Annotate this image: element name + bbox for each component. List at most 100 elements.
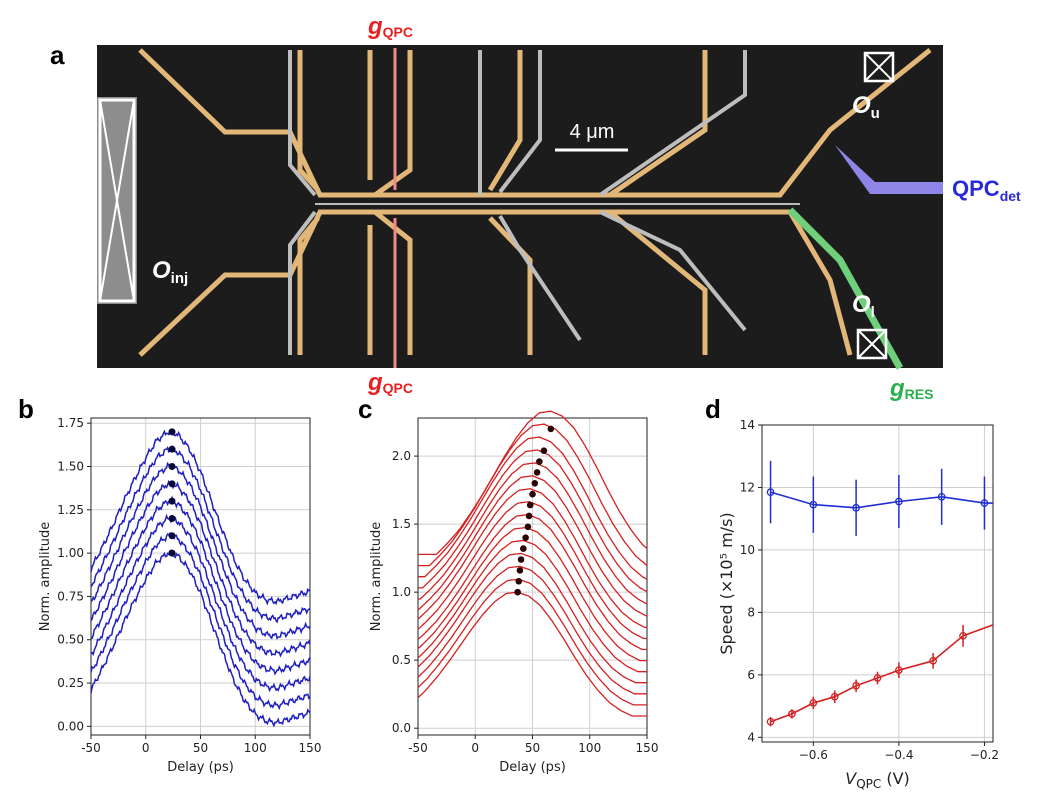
label-gqpc-bottom: gQPC [367,369,413,396]
peak-marker [526,501,534,509]
series-line [417,513,647,651]
series-line [417,475,648,617]
peak-marker [168,445,176,453]
y-tick-label: 1.25 [57,503,84,517]
ohmic-inj-cross [99,99,135,302]
series-line [417,526,647,662]
series-line [418,449,648,593]
reservoir-gate [787,207,904,370]
panel-letter-c: c [358,394,372,424]
y-tick-label: 1.00 [57,546,84,560]
panel-letter-d: d [705,394,721,424]
peak-marker [168,514,176,522]
peak-marker [168,463,176,471]
series-line [417,591,647,717]
x-tick-label: 150 [636,741,659,755]
x-axis-label: Delay (ps) [167,760,234,775]
series-line [417,578,647,706]
y-axis-label: Norm. amplitude [369,522,384,631]
peak-marker [525,512,533,520]
data-point [788,710,796,718]
series-line [418,436,648,580]
data-point [895,666,903,675]
x-tick-label: 0 [471,741,479,755]
y-tick-label: 1.5 [392,517,411,531]
series-line [770,624,994,723]
x-tick-label: 50 [525,741,540,755]
peak-marker [533,469,541,476]
y-axis-label: Speed (×10⁵ m/s) [717,512,736,654]
x-tick-label: 0 [142,741,150,755]
y-tick-label: 14 [740,418,755,432]
panel-a: a [50,13,1021,402]
peak-marker [524,523,532,531]
panel-letter-a: a [50,40,65,70]
peak-marker [531,480,539,487]
data-point [852,503,860,512]
series-line [418,410,648,556]
y-tick-label: 0.75 [57,589,84,603]
series-line [770,491,993,509]
series-line [418,462,648,605]
peak-marker [520,545,527,552]
data-point [830,692,839,701]
x-tick-label: −0.2 [970,748,999,762]
y-tick-label: 1.75 [57,416,84,430]
label-gqpc-top: gQPC [367,13,413,40]
x-tick-label: 100 [578,741,601,755]
ohmic-u-box [863,51,895,83]
scale-bar-label: 4 μm [570,121,615,143]
y-tick-label: 10 [740,543,755,557]
series-line [90,531,311,711]
label-gres: gRES [889,375,933,402]
peak-marker [514,588,521,596]
y-tick-label: 2.0 [392,449,411,463]
series-line [417,565,647,695]
series-line [90,429,311,606]
y-tick-label: 0.50 [57,633,84,647]
series-line [90,479,311,658]
x-axis-label: VQPC (V) [845,769,910,791]
data-point [766,488,775,496]
ohmic-inj-box [98,98,136,303]
series-line [90,445,311,624]
gold-gates [138,48,932,357]
label-ol: Ol [852,291,875,321]
series-line [90,549,311,728]
y-tick-label: 0.25 [57,676,84,690]
peak-marker [522,534,529,542]
peak-marker [529,490,536,498]
x-tick-label: 100 [244,741,267,755]
x-axis-label: Delay (ps) [499,760,566,775]
data-point [873,674,882,682]
y-tick-label: 12 [740,480,755,494]
y-tick-label: 4 [747,730,755,744]
x-tick-label: -50 [408,741,428,755]
peak-marker [547,425,555,433]
x-tick-label: -50 [81,741,101,755]
data-point [809,699,818,707]
y-axis-label: Norm. amplitude [38,522,53,631]
y-tick-label: 0.0 [392,721,411,735]
data-point [809,500,818,509]
label-ou: Ou [852,92,880,122]
x-tick-label: 150 [299,741,322,755]
axes-frame [90,417,311,736]
peak-marker [517,556,525,563]
peak-marker [168,532,176,540]
data-point [937,492,946,501]
data-point [852,681,860,690]
data-point [929,656,937,665]
x-tick-label: −0.6 [799,748,828,762]
series-line [417,539,647,673]
label-qpcdet: QPCdet [952,176,1021,204]
data-point [980,499,989,507]
series-line [90,495,311,676]
